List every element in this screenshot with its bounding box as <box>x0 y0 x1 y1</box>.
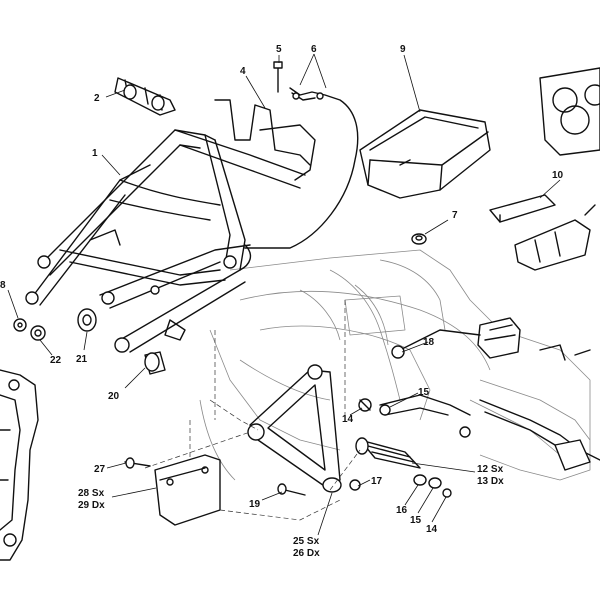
callout-5: 5 <box>276 44 282 55</box>
callout-21: 21 <box>76 354 88 365</box>
callout-1: 1 <box>92 148 98 159</box>
bolt-item-5 <box>273 61 283 93</box>
left-edge-assembly <box>0 369 39 561</box>
grommet-item-7 <box>411 233 427 245</box>
bolt-item-14-lower <box>442 488 452 498</box>
top-right-assembly <box>539 67 600 156</box>
callout-labels: 1 2 4 5 6 7 8 9 10 12 Sx 13 Dx 14 14 15 … <box>0 44 564 559</box>
cable-item-6 <box>244 87 359 249</box>
callout-28-sx: 28 Sx <box>78 488 105 499</box>
bushing-item-21 <box>77 308 97 332</box>
right-linkage <box>479 344 600 471</box>
callout-8: 8 <box>0 280 6 291</box>
ghost-frame-outline <box>199 249 591 481</box>
callout-10: 10 <box>552 170 564 181</box>
callout-25-sx: 25 Sx <box>293 536 320 547</box>
callout-19: 19 <box>249 499 261 510</box>
bushing-item-20 <box>144 351 166 375</box>
callout-6: 6 <box>311 44 317 55</box>
bracket-item-18 <box>391 317 521 359</box>
bolt-item-27 <box>124 457 151 469</box>
callout-15-lower: 15 <box>410 515 422 526</box>
callout-29-dx: 29 Dx <box>78 500 105 511</box>
washer-item-15-lower <box>428 477 442 489</box>
bolt-item-14-upper <box>358 398 372 412</box>
leader-lines <box>7 53 561 536</box>
rear-subframe <box>25 99 316 353</box>
callout-14-upper: 14 <box>342 414 354 425</box>
callout-13-dx: 13 Dx <box>477 476 504 487</box>
nut-item-17 <box>349 479 361 491</box>
callout-18: 18 <box>423 337 435 348</box>
callout-14-lower: 14 <box>426 524 438 535</box>
callout-2: 2 <box>94 93 100 104</box>
nut-item-22 <box>30 325 46 341</box>
alignment-lines <box>144 300 361 521</box>
washer-item-16 <box>413 474 427 486</box>
tool-roll <box>514 204 596 271</box>
callout-26-dx: 26 Dx <box>293 548 320 559</box>
callout-9: 9 <box>400 44 406 55</box>
footpeg-hanger <box>247 364 342 493</box>
callout-12-sx: 12 Sx <box>477 464 504 475</box>
heel-guard-plate <box>154 454 221 526</box>
callout-27: 27 <box>94 464 106 475</box>
callout-20: 20 <box>108 391 120 402</box>
callout-22: 22 <box>50 355 62 366</box>
footpeg <box>355 437 421 469</box>
callout-4: 4 <box>240 66 246 77</box>
tray-item-9 <box>359 109 491 199</box>
callout-17: 17 <box>371 476 383 487</box>
bolt-item-19 <box>277 483 306 496</box>
washer-item-8 <box>13 318 27 332</box>
bracket-item-2 <box>114 77 176 116</box>
lever-item-15 <box>379 394 471 438</box>
callout-7: 7 <box>452 210 458 221</box>
callout-16: 16 <box>396 505 408 516</box>
callout-15-upper: 15 <box>418 387 430 398</box>
pad-item-10 <box>489 194 556 223</box>
